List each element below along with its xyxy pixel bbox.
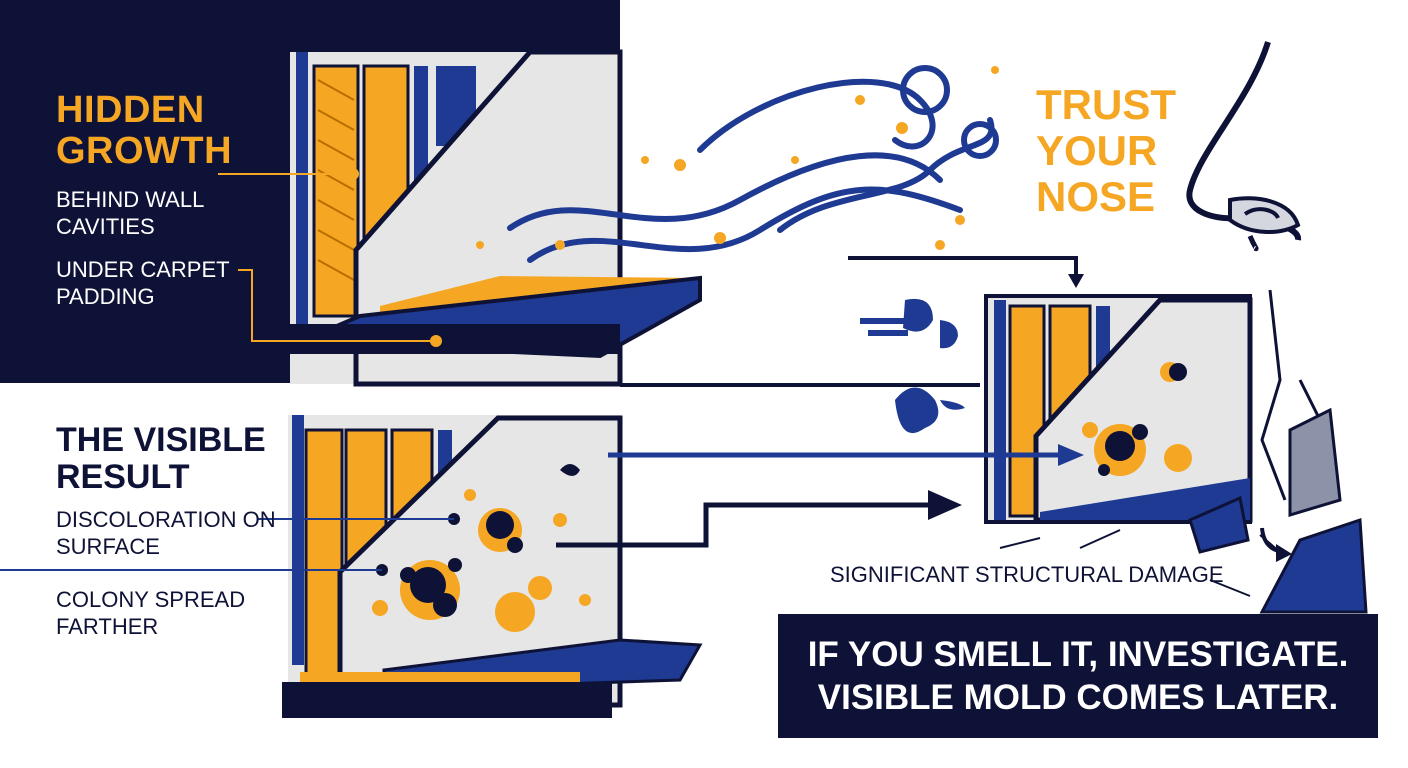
odor-swirl-icon: [507, 65, 999, 263]
visible-result-title: THE VISIBLE RESULT: [56, 421, 266, 496]
under-carpet-label: UNDER CARPET PADDING: [56, 257, 230, 309]
colony-spread-label: COLONY SPREAD FARTHER: [56, 587, 246, 639]
structural-damage-label: SIGNIFICANT STRUCTURAL DAMAGE: [830, 562, 1224, 587]
banner-line-1: IF YOU SMELL IT, INVESTIGATE.: [807, 635, 1349, 674]
trust-your-nose-title: TRUST YOUR NOSE: [1036, 81, 1176, 220]
visible-wall-illustration: [0, 415, 703, 718]
odor-particles: [476, 66, 999, 250]
discoloration-label: DISCOLORATION ON SURFACE: [56, 507, 276, 559]
damaged-wall-illustration: [984, 289, 1368, 614]
conclusion-banner: IF YOU SMELL IT, INVESTIGATE. VISIBLE MO…: [778, 614, 1378, 738]
nose-icon: [1186, 41, 1301, 252]
hidden-growth-title: HIDDEN GROWTH: [56, 89, 233, 172]
odor-puff-icons: [860, 298, 965, 434]
behind-wall-label: BEHIND WALL CAVITIES: [56, 187, 204, 239]
arrow-icon-visible-to-damage: [556, 444, 1084, 548]
hidden-wall-illustration: [218, 49, 702, 387]
banner-line-2: VISIBLE MOLD COMES LATER.: [817, 678, 1339, 717]
arrow-icon: [620, 256, 1078, 387]
